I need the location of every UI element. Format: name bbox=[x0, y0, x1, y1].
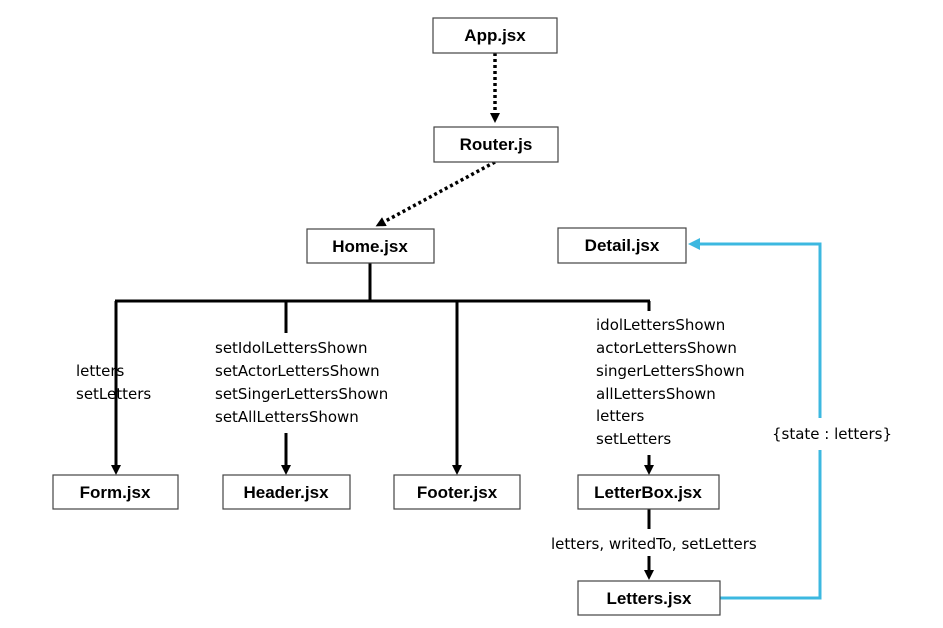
header-props: setIdolLettersShown setActorLettersShown… bbox=[215, 339, 388, 426]
letterbox-props: idolLettersShown actorLettersShown singe… bbox=[596, 316, 745, 448]
node-form: Form.jsx bbox=[52, 474, 179, 510]
node-footer: Footer.jsx bbox=[393, 474, 521, 510]
node-app-label: App.jsx bbox=[464, 26, 526, 45]
header-prop-item: setAllLettersShown bbox=[215, 408, 359, 426]
letters-props: letters, writedTo, setLetters bbox=[551, 535, 757, 553]
node-router-label: Router.js bbox=[460, 135, 533, 154]
node-app: App.jsx bbox=[432, 17, 558, 54]
node-footer-label: Footer.jsx bbox=[417, 483, 498, 502]
node-letters: Letters.jsx bbox=[577, 580, 721, 616]
letterbox-prop-item: actorLettersShown bbox=[596, 339, 737, 357]
node-letterbox-label: LetterBox.jsx bbox=[594, 483, 702, 502]
form-props: letters setLetters bbox=[76, 362, 151, 403]
node-home: Home.jsx bbox=[306, 228, 435, 264]
node-header-label: Header.jsx bbox=[243, 483, 329, 502]
node-form-label: Form.jsx bbox=[80, 483, 151, 502]
node-detail-label: Detail.jsx bbox=[585, 236, 660, 255]
node-header: Header.jsx bbox=[222, 474, 351, 510]
node-letterbox: LetterBox.jsx bbox=[577, 474, 720, 510]
node-letters-label: Letters.jsx bbox=[606, 589, 692, 608]
edge-letters-detail-top bbox=[688, 238, 822, 418]
edge-router-home bbox=[375, 160, 496, 227]
letterbox-prop-item: letters bbox=[596, 407, 645, 425]
form-prop-item: setLetters bbox=[76, 385, 151, 403]
state-label: {state : letters} bbox=[772, 425, 892, 443]
header-prop-item: setSingerLettersShown bbox=[215, 385, 388, 403]
edge-letters-detail-bottom bbox=[720, 450, 822, 600]
letterbox-prop-item: allLettersShown bbox=[596, 385, 716, 403]
letterbox-prop-item: setLetters bbox=[596, 430, 671, 448]
node-router: Router.js bbox=[433, 126, 559, 163]
letterbox-prop-item: singerLettersShown bbox=[596, 362, 745, 380]
header-prop-item: setActorLettersShown bbox=[215, 362, 380, 380]
letterbox-prop-item: idolLettersShown bbox=[596, 316, 725, 334]
node-detail: Detail.jsx bbox=[557, 227, 687, 264]
header-prop-item: setIdolLettersShown bbox=[215, 339, 368, 357]
form-prop-item: letters bbox=[76, 362, 125, 380]
node-home-label: Home.jsx bbox=[332, 237, 408, 256]
